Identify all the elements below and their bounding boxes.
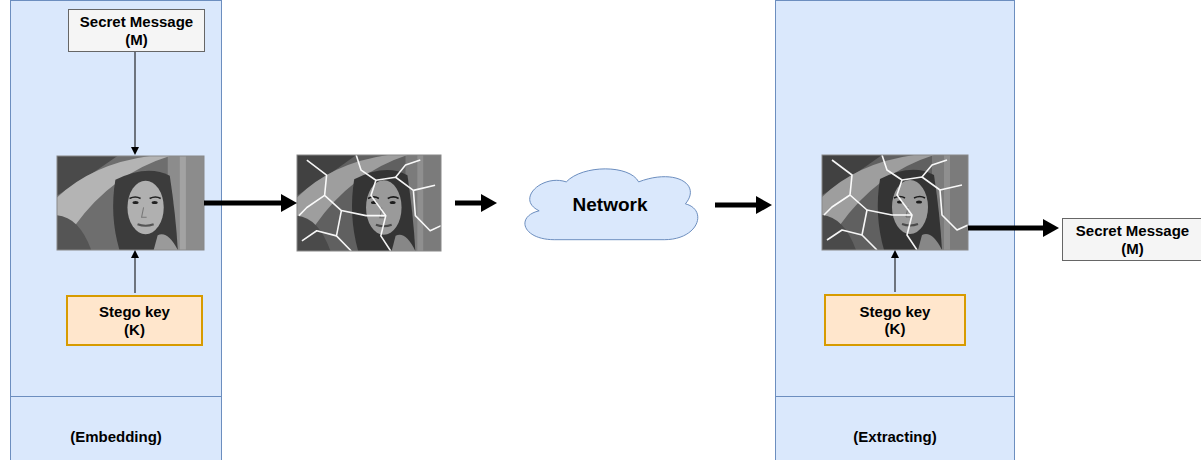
image-frame <box>297 155 441 251</box>
panel-footer: (Embedding) <box>11 396 221 460</box>
key-box: Stego key (K) <box>824 294 966 346</box>
network-cloud: Network <box>515 168 705 242</box>
key-arrow <box>135 258 136 293</box>
flow-arrow <box>1015 226 1043 231</box>
panel-title: (Embedding) <box>11 428 221 445</box>
key-box: Stego key (K) <box>66 295 203 346</box>
embedding-panel: (Embedding) Secret Message (M) Stego key (… <box>10 0 222 460</box>
message-box: Secret Message (M) <box>68 9 205 52</box>
message-box: Secret Message (M) <box>1062 218 1201 261</box>
key-arrow <box>895 258 896 292</box>
flow-arrow <box>204 201 281 206</box>
cover-image <box>57 156 204 250</box>
panel-footer: (Extracting) <box>776 396 1014 460</box>
box-label: Secret Message (M) <box>74 13 199 48</box>
box-label: Stego key (K) <box>853 303 938 338</box>
stego-image <box>297 155 441 251</box>
cloud-label: Network <box>573 194 648 216</box>
flow-arrow <box>715 203 756 208</box>
flow-arrow <box>455 201 481 206</box>
image-frame <box>822 155 968 250</box>
extracting-panel: (Extracting) Stego key (K) <box>775 0 1015 460</box>
box-label: Stego key (K) <box>92 303 177 338</box>
panel-title: (Extracting) <box>776 428 1014 445</box>
input-arrow <box>135 46 136 147</box>
image-frame <box>57 156 204 250</box>
cloud-outline <box>525 169 698 240</box>
box-label: Secret Message (M) <box>1070 222 1195 257</box>
stego-image <box>822 155 968 250</box>
flow-arrow-shaft <box>968 226 1015 231</box>
